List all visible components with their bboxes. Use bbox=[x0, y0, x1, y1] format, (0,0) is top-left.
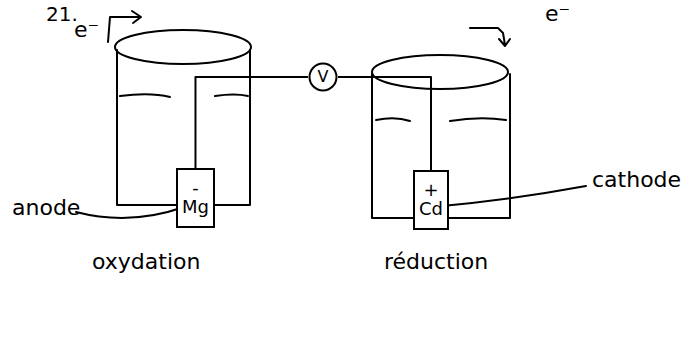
question-number: 21. bbox=[46, 4, 78, 25]
part-label: anode bbox=[12, 196, 80, 219]
node-text: V bbox=[318, 69, 329, 86]
node-text: Mg bbox=[182, 198, 209, 217]
process-label: réduction bbox=[384, 250, 488, 273]
process-label: oxydation bbox=[92, 250, 200, 273]
solution-level bbox=[120, 94, 248, 97]
wire bbox=[195, 77, 308, 168]
electrode: -Mg bbox=[176, 168, 215, 228]
node-text: Cd bbox=[419, 200, 443, 219]
wire bbox=[338, 77, 431, 170]
beaker-rim bbox=[115, 30, 251, 64]
leader-line bbox=[432, 186, 586, 207]
part-label: cathode bbox=[592, 168, 681, 191]
polarity-sign: + bbox=[423, 181, 438, 200]
electrode: +Cd bbox=[413, 170, 449, 230]
electron-arrow bbox=[470, 28, 510, 46]
electron-label: e⁻ bbox=[545, 2, 570, 25]
leader-line bbox=[76, 207, 184, 218]
electron-arrow bbox=[108, 11, 141, 42]
voltmeter-symbol: V bbox=[308, 62, 338, 92]
beaker-rim bbox=[372, 55, 508, 89]
solution-level bbox=[376, 118, 506, 121]
electron-label: e⁻ bbox=[74, 18, 99, 41]
polarity-sign: - bbox=[192, 179, 199, 198]
